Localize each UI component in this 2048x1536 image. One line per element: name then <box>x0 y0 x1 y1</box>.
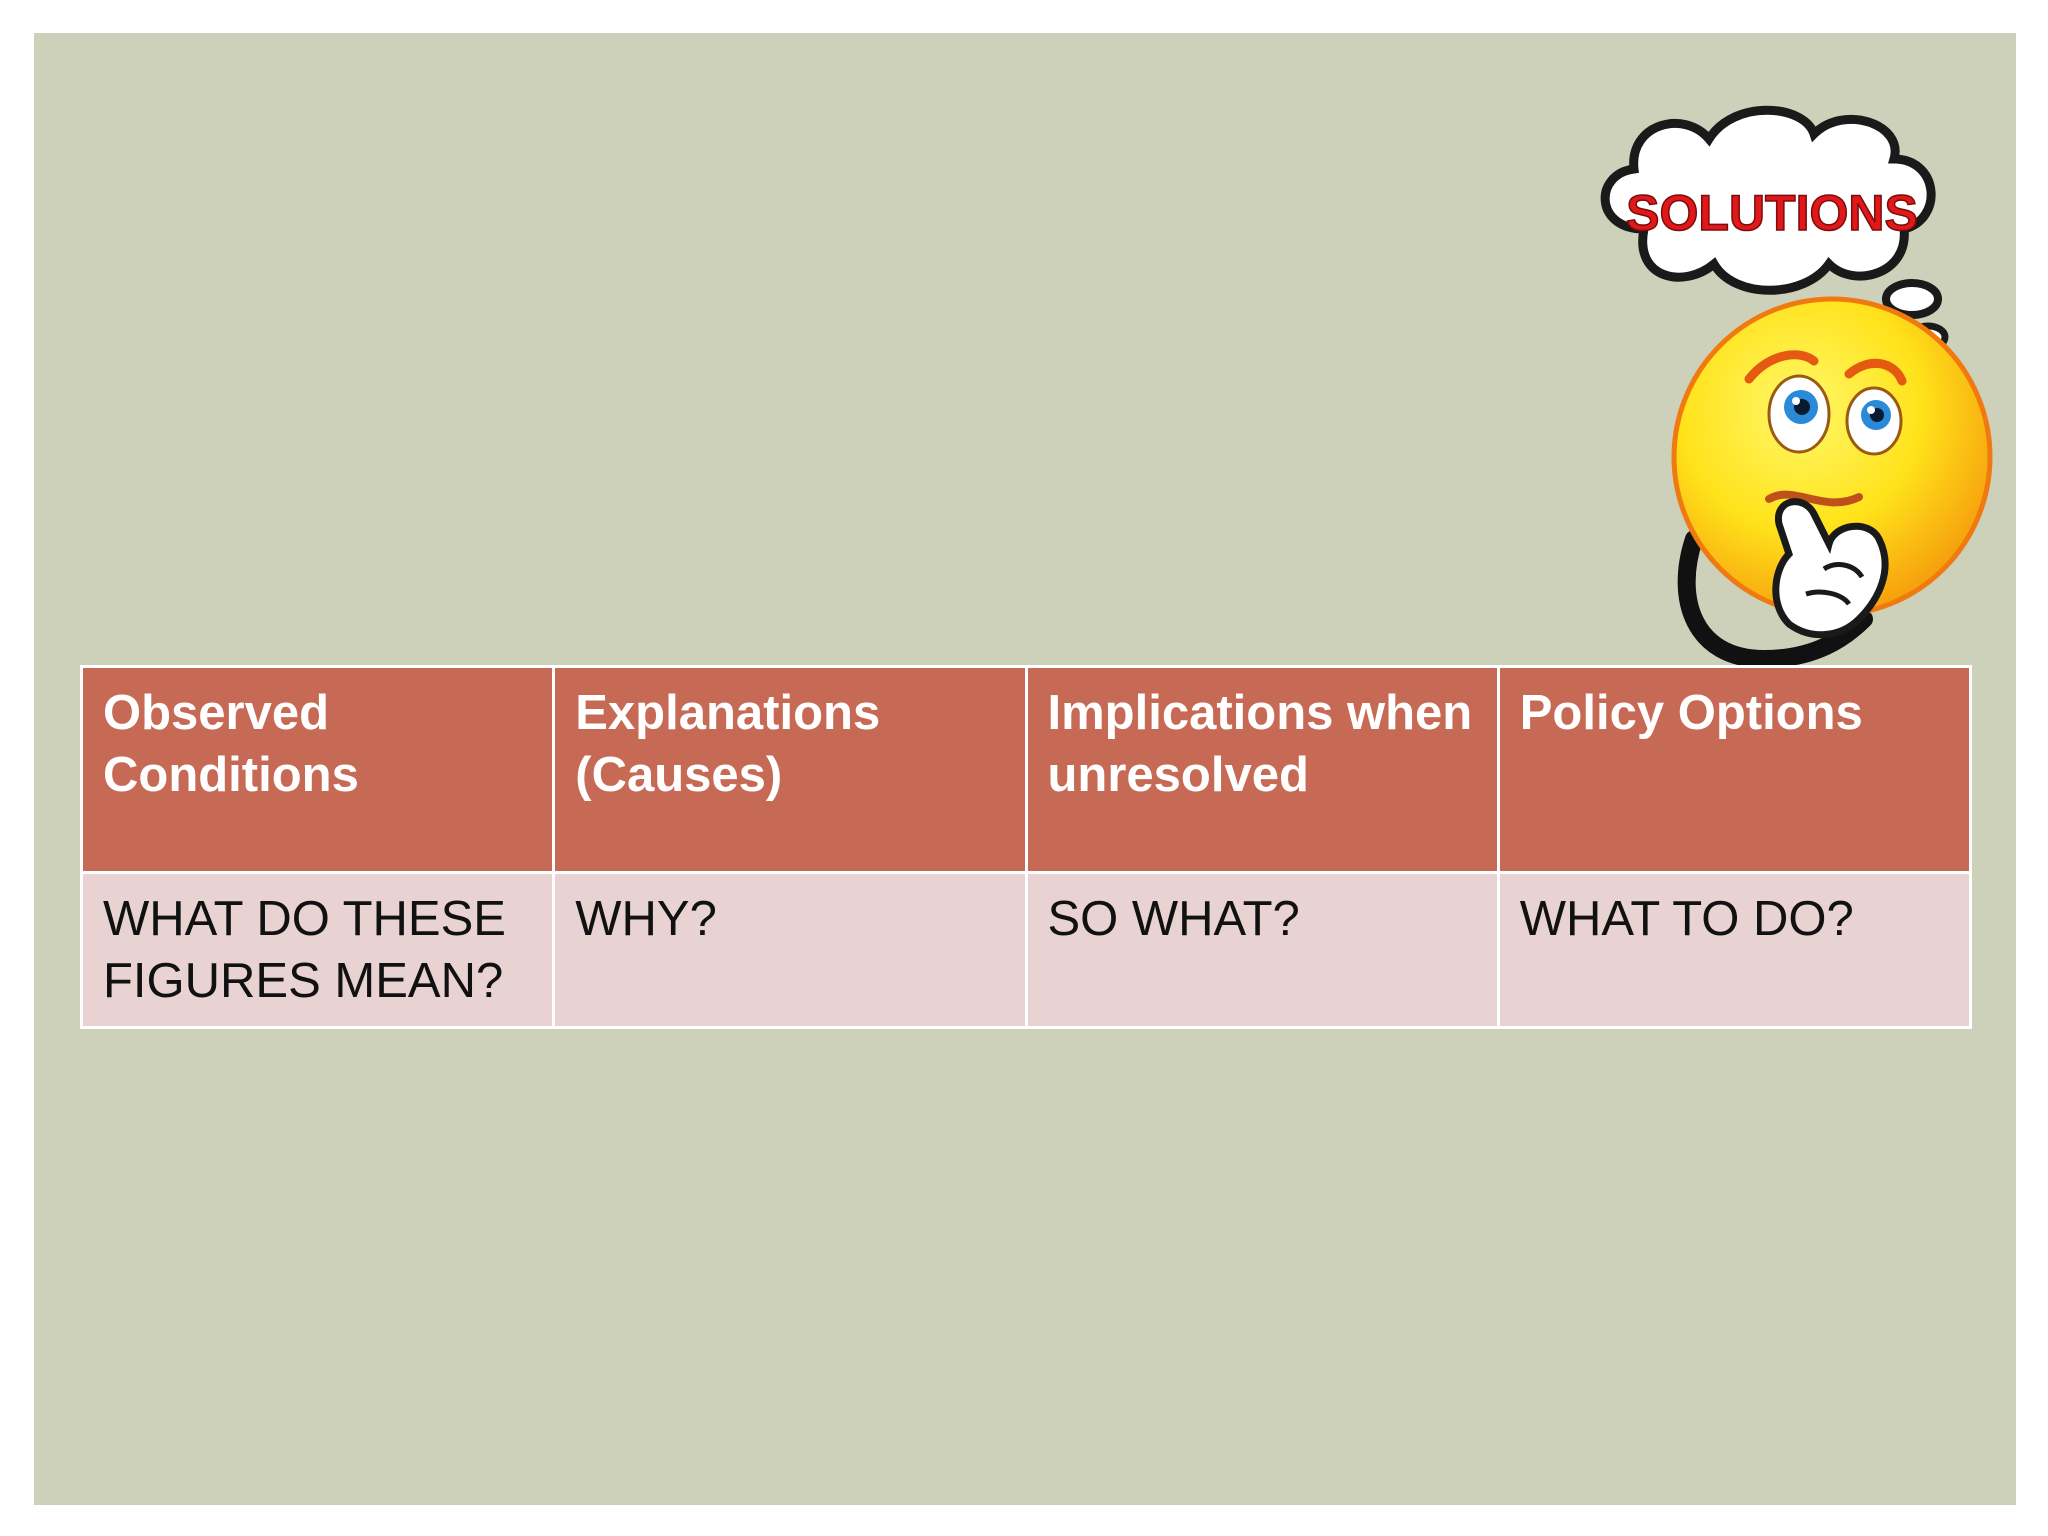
table-header-row: Observed Conditions Explanations (Causes… <box>79 665 1973 874</box>
table-row: WHAT DO THESE FIGURES MEAN? WHY? SO WHAT… <box>79 871 1973 1029</box>
header-explanations: Explanations (Causes) <box>552 665 1028 874</box>
header-implications: Implications when unresolved <box>1024 665 1500 874</box>
bubble-text: SOLUTIONS <box>1626 185 1918 241</box>
thinking-face-icon: SOLUTIONS <box>1600 105 1993 669</box>
header-observed-conditions: Observed Conditions <box>79 665 556 874</box>
thought-bubble-icon: SOLUTIONS <box>1600 105 1949 352</box>
header-policy-options: Policy Options <box>1496 665 1973 874</box>
policy-table: Observed Conditions Explanations (Causes… <box>79 665 1973 1029</box>
cell-figures-meaning: WHAT DO THESE FIGURES MEAN? <box>79 871 556 1029</box>
cell-what-to-do: WHAT TO DO? <box>1496 871 1973 1029</box>
cell-why: WHY? <box>552 871 1028 1029</box>
slide: SOLUTIONS Observed Conditions Explanatio… <box>34 33 2016 1505</box>
cell-so-what: SO WHAT? <box>1024 871 1500 1029</box>
